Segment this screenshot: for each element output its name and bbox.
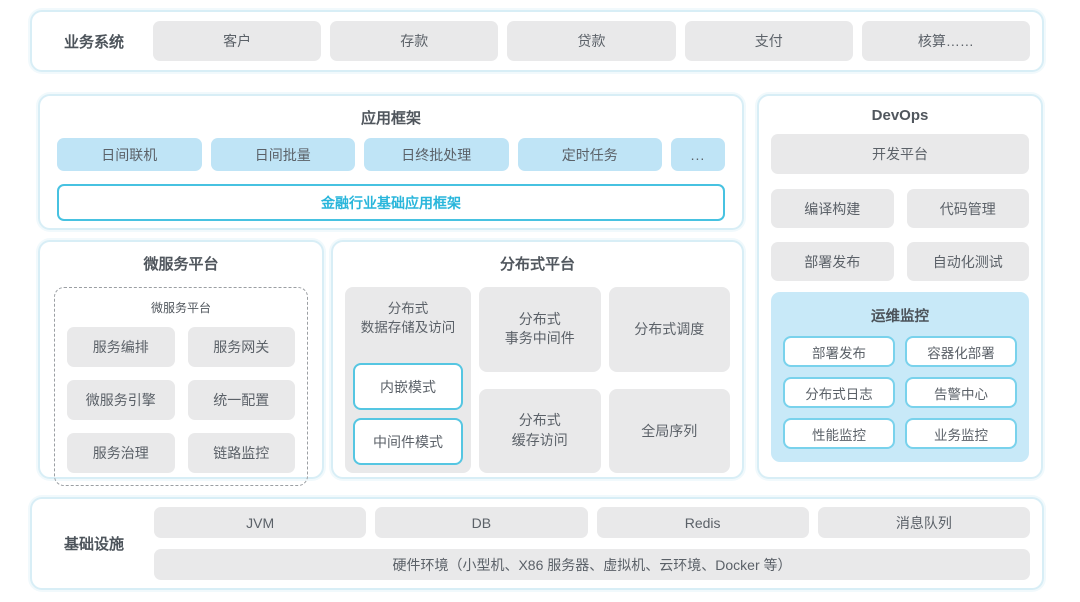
micro-item-unified-config: 统一配置 — [187, 380, 295, 420]
module-ellipsis: ... — [671, 138, 725, 171]
business-item-loan: 贷款 — [507, 21, 676, 61]
app-framework-title: 应用框架 — [360, 110, 421, 127]
devops-tools: 编译构建 代码管理 部署发布 自动化测试 — [771, 189, 1029, 281]
devops-title: DevOps — [871, 107, 929, 124]
business-item-accounting: 核算…… — [861, 21, 1031, 61]
business-item-payment: 支付 — [684, 21, 853, 61]
hardware-environment-box: 硬件环境（小型机、X86 服务器、虚拟机、云环境、Docker 等） — [154, 549, 1030, 580]
ops-item-business-monitor: 业务监控 — [905, 418, 1017, 449]
micro-item-service-governance: 服务治理 — [67, 433, 175, 473]
storage-mode-embedded: 内嵌模式 — [353, 363, 463, 410]
ops-item-distributed-log: 分布式日志 — [783, 377, 895, 408]
business-item-deposit: 存款 — [330, 21, 499, 61]
storage-mode-middleware: 中间件模式 — [353, 418, 463, 465]
distributed-storage-box: 分布式 数据存储及访问 内嵌模式 中间件模式 — [345, 287, 471, 473]
ops-item-container-deploy: 容器化部署 — [905, 336, 1017, 367]
base-framework-box: 金融行业基础应用框架 — [57, 184, 725, 221]
dist-cell-global-sequence: 全局序列 — [608, 388, 730, 473]
distributed-platform-body: 分布式 数据存储及访问 内嵌模式 中间件模式 分布式 事务中间件 分布式 缓存访… — [345, 287, 730, 473]
business-systems-section: 业务系统 客户 存款 贷款 支付 核算…… — [30, 10, 1044, 72]
distributed-platform-section: 分布式平台 分布式 数据存储及访问 内嵌模式 中间件模式 分布式 事务中间件 分… — [331, 240, 744, 479]
app-framework-section: 应用框架 日间联机 日间批量 日终批处理 定时任务 ... 金融行业基础应用框架 — [38, 94, 744, 230]
business-systems-label: 业务系统 — [63, 33, 124, 51]
microservice-grid: 服务编排 服务网关 微服务引擎 统一配置 服务治理 链路监控 — [67, 327, 295, 473]
infra-item-jvm: JVM — [154, 507, 367, 538]
micro-item-service-gateway: 服务网关 — [187, 327, 295, 367]
module-daytime-online: 日间联机 — [57, 138, 202, 171]
distributed-storage-label: 分布式 数据存储及访问 — [360, 301, 456, 335]
dist-cell-cache-access: 分布式 缓存访问 — [479, 388, 601, 473]
ops-monitoring-grid: 部署发布 容器化部署 分布式日志 告警中心 性能监控 业务监控 — [783, 336, 1017, 449]
devops-section: DevOps 开发平台 编译构建 代码管理 部署发布 自动化测试 运维监控 部署… — [757, 94, 1043, 479]
infra-item-db: DB — [375, 507, 588, 538]
distributed-column-right: 分布式调度 全局序列 — [608, 287, 730, 473]
dist-cell-scheduling: 分布式调度 — [608, 287, 730, 372]
tool-deploy-release: 部署发布 — [771, 242, 894, 281]
micro-item-trace-monitoring: 链路监控 — [187, 433, 295, 473]
infrastructure-row: JVM DB Redis 消息队列 — [154, 507, 1030, 538]
ops-monitoring-panel: 运维监控 部署发布 容器化部署 分布式日志 告警中心 性能监控 业务监控 — [771, 292, 1029, 462]
app-framework-modules: 日间联机 日间批量 日终批处理 定时任务 ... — [57, 138, 725, 171]
microservice-platform-section: 微服务平台 微服务平台 服务编排 服务网关 微服务引擎 统一配置 服务治理 链路… — [38, 240, 324, 486]
distributed-platform-title: 分布式平台 — [499, 256, 575, 273]
microservice-inner-title: 微服务平台 — [150, 301, 211, 315]
dist-cell-transaction-middleware: 分布式 事务中间件 — [479, 287, 601, 372]
module-eod-batch: 日终批处理 — [364, 138, 509, 171]
tool-automated-testing: 自动化测试 — [906, 242, 1029, 281]
micro-item-service-orchestration: 服务编排 — [67, 327, 175, 367]
infra-item-message-queue: 消息队列 — [817, 507, 1030, 538]
business-item-customer: 客户 — [153, 21, 322, 61]
ops-item-performance-monitor: 性能监控 — [783, 418, 895, 449]
dev-platform-box: 开发平台 — [771, 134, 1029, 174]
infrastructure-body: JVM DB Redis 消息队列 硬件环境（小型机、X86 服务器、虚拟机、云… — [154, 507, 1030, 580]
microservice-platform-title: 微服务平台 — [143, 256, 219, 273]
tool-compile-build: 编译构建 — [771, 189, 894, 228]
infra-item-redis: Redis — [596, 507, 809, 538]
microservice-inner-group: 微服务平台 服务编排 服务网关 微服务引擎 统一配置 服务治理 链路监控 — [54, 287, 308, 486]
infrastructure-label: 基础设施 — [63, 536, 124, 553]
micro-item-microservice-engine: 微服务引擎 — [67, 380, 175, 420]
distributed-column-middle: 分布式 事务中间件 分布式 缓存访问 — [479, 287, 601, 473]
tool-code-management: 代码管理 — [906, 189, 1029, 228]
ops-item-deploy-release: 部署发布 — [783, 336, 895, 367]
infrastructure-section: 基础设施 JVM DB Redis 消息队列 硬件环境（小型机、X86 服务器、… — [30, 497, 1044, 590]
ops-item-alert-center: 告警中心 — [905, 377, 1017, 408]
module-scheduled-tasks: 定时任务 — [517, 138, 662, 171]
module-daytime-batch: 日间批量 — [210, 138, 355, 171]
ops-monitoring-title: 运维监控 — [871, 309, 929, 325]
